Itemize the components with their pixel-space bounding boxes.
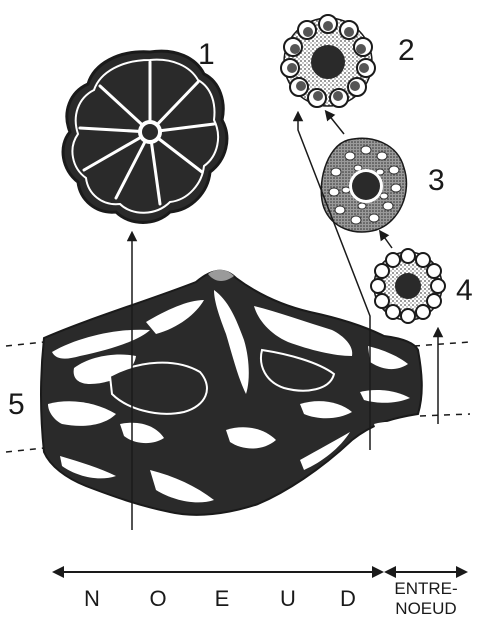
bottom-axis: N O E U D ENTRE- NOEUD xyxy=(52,566,468,618)
arrow-4-to-3 xyxy=(382,234,392,248)
section-3-irregular xyxy=(321,138,406,232)
section-4-ring xyxy=(371,249,445,323)
label-4: 4 xyxy=(456,274,473,307)
label-2: 2 xyxy=(398,34,415,67)
section-2-ring xyxy=(281,15,375,107)
noeud-letter-u: U xyxy=(280,586,296,611)
arrow-2-to-3 xyxy=(328,114,344,134)
label-5: 5 xyxy=(8,388,25,421)
noeud-letter-o: O xyxy=(149,586,166,611)
section-1-rosette xyxy=(63,51,227,222)
label-3: 3 xyxy=(428,164,445,197)
entre-noeud-line2: NOEUD xyxy=(395,599,456,618)
noeud-letter-n: N xyxy=(84,586,100,611)
entre-noeud-line1: ENTRE- xyxy=(394,579,457,598)
label-1: 1 xyxy=(198,38,215,71)
noeud-letter-d: D xyxy=(340,586,356,611)
noeud-letter-e: E xyxy=(215,586,230,611)
